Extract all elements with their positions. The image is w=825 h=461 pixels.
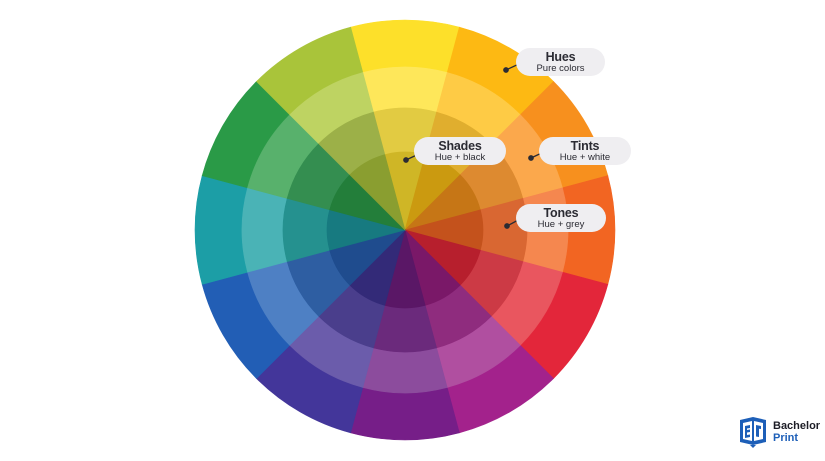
label-hues: Hues Pure colors — [516, 48, 605, 76]
label-shades-title: Shades — [438, 138, 482, 153]
label-tones-title: Tones — [543, 205, 579, 220]
label-tones-subtitle: Hue + grey — [537, 219, 585, 230]
book-logo-icon — [740, 417, 766, 448]
label-tones: Tones Hue + grey — [516, 204, 606, 232]
bachelorprint-logo: Bachelor Print — [738, 416, 820, 448]
brand-line-2: Print — [773, 431, 799, 444]
label-tints-title: Tints — [570, 138, 600, 153]
wheel-shade-yellow-green — [349, 154, 406, 232]
brand-line-1: Bachelor — [773, 419, 821, 432]
label-hues-title: Hues — [545, 49, 576, 64]
label-tints: Tints Hue + white — [539, 137, 631, 165]
label-shades-subtitle: Hue + black — [434, 152, 486, 163]
label-hues-subtitle: Pure colors — [536, 63, 585, 74]
label-tints-subtitle: Hue + white — [559, 152, 611, 163]
label-shades: Shades Hue + black — [414, 137, 506, 165]
